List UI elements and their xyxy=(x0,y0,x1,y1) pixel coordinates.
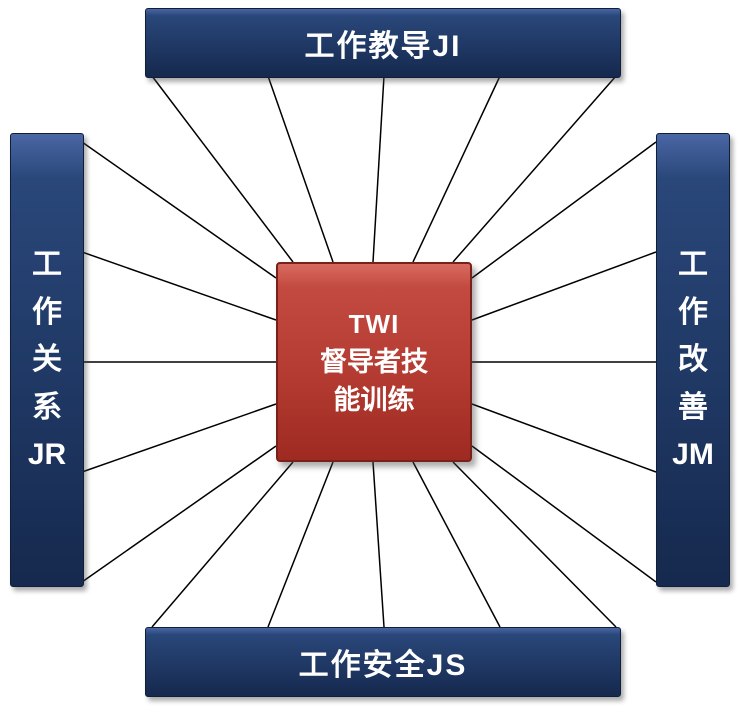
connector-line xyxy=(471,251,657,321)
connector-line xyxy=(267,461,334,628)
node-job-methods-char: 作 xyxy=(678,295,708,329)
connector-line xyxy=(267,75,334,263)
connector-line xyxy=(81,403,277,473)
node-job-methods: 工 作 改 善 JM xyxy=(656,133,730,587)
node-job-safety: 工作安全JS xyxy=(145,627,621,697)
node-job-methods-char: 工 xyxy=(678,248,708,282)
connector-line xyxy=(81,141,277,279)
connector-line xyxy=(471,445,657,583)
center-node-twi: TWI 督导者技 能训练 xyxy=(276,262,472,462)
center-node-subtitle-line1: 督导者技 xyxy=(320,347,428,377)
node-job-safety-label: 工作安全JS xyxy=(298,649,468,682)
node-job-methods-char: 改 xyxy=(678,343,708,377)
connector-line xyxy=(452,75,617,263)
node-job-methods-char: JM xyxy=(672,438,714,472)
node-job-relations-char: 作 xyxy=(32,295,62,329)
connector-line xyxy=(372,75,385,263)
connector-line xyxy=(151,461,294,628)
connector-line xyxy=(412,461,501,628)
node-job-relations: 工 作 关 系 JR xyxy=(10,133,84,587)
center-node-title: TWI xyxy=(348,309,400,339)
connector-line xyxy=(471,141,657,279)
node-job-relations-char: 工 xyxy=(32,248,62,282)
connector-line xyxy=(372,461,385,628)
node-job-instruction: 工作教导JI xyxy=(145,8,621,78)
node-job-relations-char: 系 xyxy=(32,390,62,424)
connector-line xyxy=(151,75,294,263)
node-job-instruction-label: 工作教导JI xyxy=(304,30,462,63)
node-job-relations-char: JR xyxy=(27,438,67,472)
center-node-subtitle-line2: 能训练 xyxy=(333,385,415,415)
connector-line xyxy=(412,75,501,263)
node-job-relations-char: 关 xyxy=(32,343,62,377)
connector-line xyxy=(471,403,657,473)
connector-line xyxy=(81,445,277,583)
connector-line xyxy=(81,251,277,321)
node-job-methods-char: 善 xyxy=(678,390,708,424)
connector-line xyxy=(452,461,617,628)
